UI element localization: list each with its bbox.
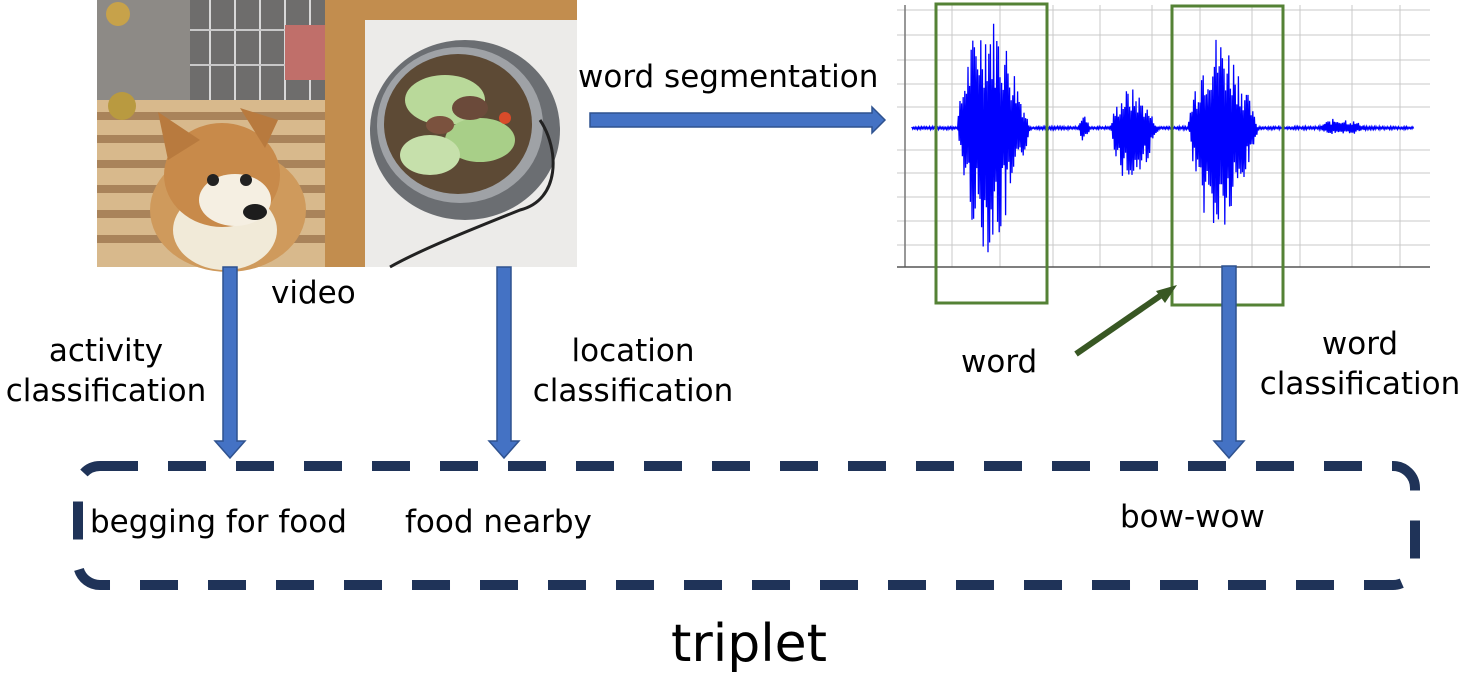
activity-classification-label: activity classification [0,331,212,412]
word-classification-arrow [1212,265,1246,460]
triplet-dashed-box [73,461,1420,590]
location-classification-label: location classification [527,331,739,412]
word-classification-line-1: word [1321,326,1399,362]
activity-classification-arrow [213,266,247,460]
word-segmentation-arrow [589,105,887,135]
activity-classification-line-2: classification [5,373,207,410]
audio-waveform-signal [911,23,1415,253]
video-frame-image [97,0,577,272]
video-label: video [271,275,356,311]
location-classification-line-1: location [571,333,695,369]
word-segmentation-label: word segmentation [578,59,879,95]
triplet-item-activity: begging for food [90,504,347,540]
word-classification-label: word classification [1254,324,1465,405]
word-pointer-arrow [1074,285,1177,357]
word-label: word [961,344,1038,380]
location-classification-arrow [487,266,521,460]
triplet-item-location: food nearby [405,504,592,540]
triplet-caption: triplet [671,614,828,674]
location-classification-line-2: classification [532,373,734,410]
word-box-1 [934,2,1049,305]
triplet-item-word: bow-wow [1120,499,1265,535]
word-classification-line-2: classification [1259,366,1461,403]
activity-classification-line-1: activity [48,333,164,369]
waveform-plot [897,5,1430,268]
